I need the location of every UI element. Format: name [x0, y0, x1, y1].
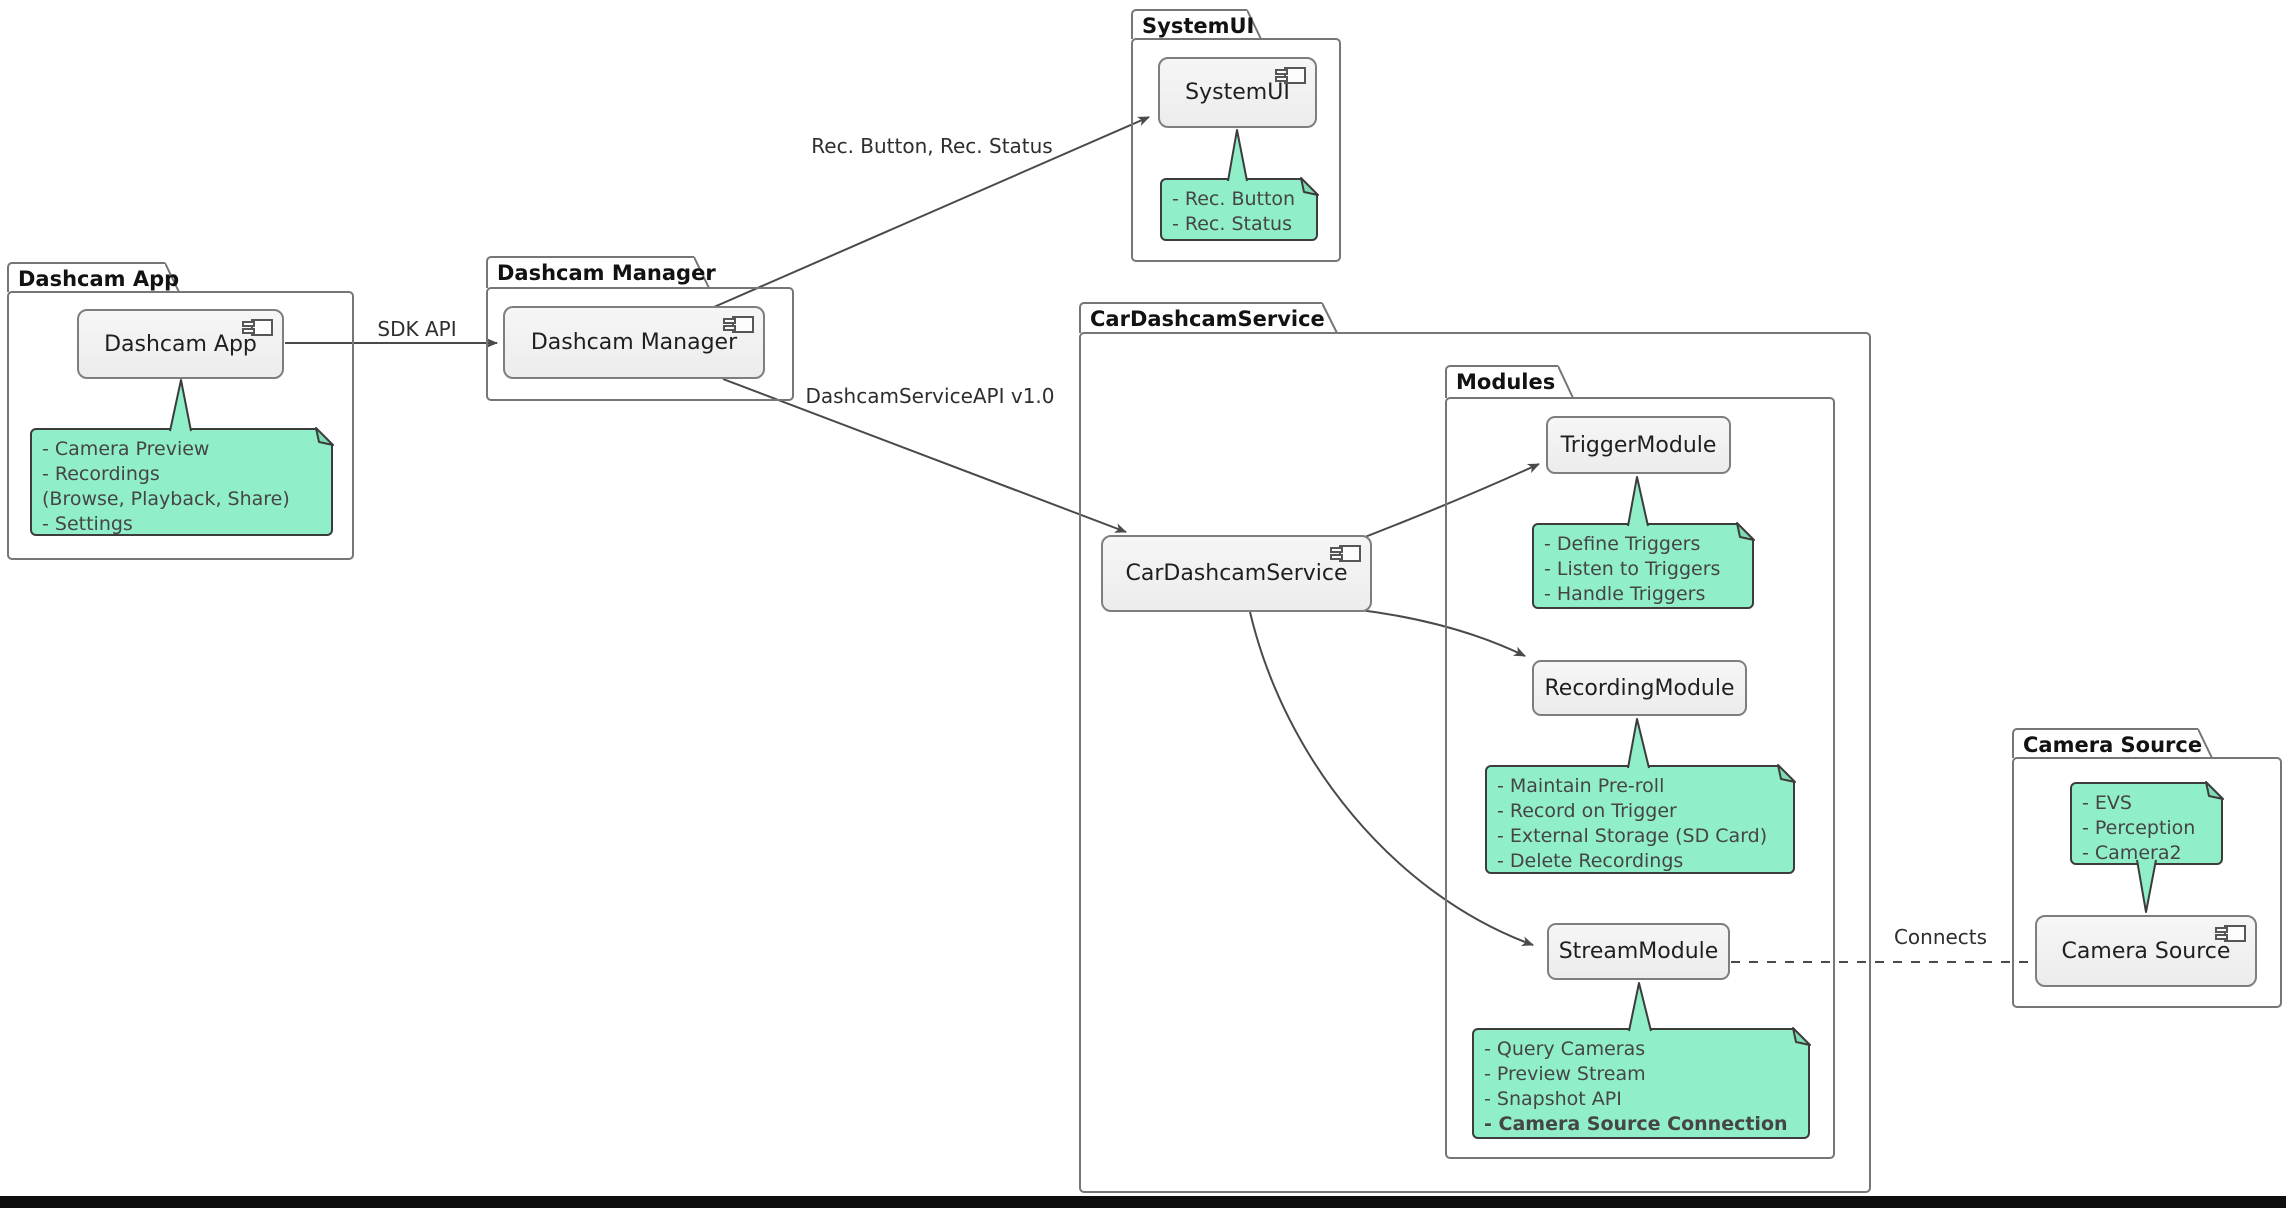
note-line: - Camera Source Connection: [1484, 1113, 1788, 1135]
component-label: CarDashcamService: [1125, 561, 1348, 586]
component-dashcam-manager: Dashcam Manager: [503, 306, 765, 379]
component-stream-module: StreamModule: [1547, 923, 1730, 980]
note-line: - Query Cameras: [1484, 1038, 1646, 1060]
note-line: - Settings: [42, 513, 133, 535]
package-title-dashcam-app: Dashcam App: [18, 267, 180, 291]
note-line: - Snapshot API: [1484, 1088, 1622, 1110]
component-systemui: SystemUI: [1158, 57, 1317, 128]
note-line: - Maintain Pre-roll: [1497, 775, 1665, 797]
component-dashcam-app: Dashcam App: [77, 309, 284, 379]
package-title-car-dashcam-service: CarDashcamService: [1090, 307, 1325, 331]
note-line: - Listen to Triggers: [1544, 558, 1721, 580]
package-tab-dashcam-app: Dashcam App: [7, 262, 179, 292]
note-line: - Delete Recordings: [1497, 850, 1684, 872]
edge-label-rec-button-status: Rec. Button, Rec. Status: [811, 134, 1053, 158]
note-line: - Define Triggers: [1544, 533, 1701, 555]
component-label: TriggerModule: [1560, 432, 1717, 458]
component-label: Dashcam App: [104, 331, 257, 357]
package-tab-car-dashcam-service: CarDashcamService: [1079, 302, 1325, 333]
component-recording-module: RecordingModule: [1532, 660, 1747, 716]
component-icon: [242, 319, 273, 342]
note-line: - Preview Stream: [1484, 1063, 1646, 1085]
package-tab-camera-source: Camera Source: [2012, 728, 2202, 758]
note-line: - Camera2: [2082, 842, 2182, 864]
note-trigger-module: - Define Triggers - Listen to Triggers -…: [1532, 523, 1754, 609]
note-line: - Perception: [2082, 817, 2196, 839]
package-tab-systemui: SystemUI: [1131, 9, 1254, 39]
note-dashcam-app: - Camera Preview - Recordings (Browse, P…: [30, 428, 333, 536]
component-icon: [723, 316, 754, 339]
bottom-black-bar: [0, 1196, 2286, 1208]
note-recording-module: - Maintain Pre-roll - Record on Trigger …: [1485, 765, 1795, 874]
package-camera-source: [2012, 757, 2282, 1008]
note-line: - Record on Trigger: [1497, 800, 1677, 822]
component-camera-source: Camera Source: [2035, 915, 2257, 987]
package-dashcam-app: [7, 291, 354, 560]
package-title-modules: Modules: [1456, 370, 1556, 394]
package-car-dashcam-service: [1079, 332, 1871, 1193]
package-tab-dashcam-manager: Dashcam Manager: [486, 256, 716, 288]
component-label: Dashcam Manager: [530, 330, 738, 355]
package-tab-modules: Modules: [1445, 365, 1558, 398]
component-icon: [1275, 67, 1306, 90]
component-label: StreamModule: [1558, 939, 1719, 964]
component-label: SystemUI: [1185, 80, 1290, 105]
component-label: Camera Source: [2061, 938, 2231, 964]
package-title-systemui: SystemUI: [1142, 14, 1255, 38]
note-line: - External Storage (SD Card): [1497, 825, 1768, 847]
note-line: - Camera Preview: [42, 438, 210, 460]
package-title-dashcam-manager: Dashcam Manager: [497, 261, 716, 285]
package-title-camera-source: Camera Source: [2023, 733, 2203, 757]
component-icon: [1330, 545, 1361, 568]
note-systemui: - Rec. Button - Rec. Status: [1160, 178, 1318, 241]
edge-label-dashcam-service-api: DashcamServiceAPI v1.0: [805, 384, 1055, 408]
edge-label-connects: Connects: [1893, 925, 1988, 949]
note-line: - Rec. Button: [1172, 188, 1296, 210]
component-label: RecordingModule: [1544, 675, 1735, 701]
component-car-dashcam-service: CarDashcamService: [1101, 535, 1372, 612]
note-line: - Rec. Status: [1172, 213, 1293, 235]
note-camera-source: - EVS - Perception - Camera2: [2070, 782, 2223, 865]
note-line: (Browse, Playback, Share): [42, 488, 290, 510]
edge-label-sdk-api: SDK API: [377, 317, 457, 341]
component-trigger-module: TriggerModule: [1546, 416, 1731, 474]
note-line: - EVS: [2082, 792, 2132, 814]
component-icon: [2215, 925, 2246, 948]
note-line: - Handle Triggers: [1544, 583, 1706, 605]
note-stream-module: - Query Cameras - Preview Stream - Snaps…: [1472, 1028, 1810, 1139]
note-line: - Recordings: [42, 463, 160, 485]
